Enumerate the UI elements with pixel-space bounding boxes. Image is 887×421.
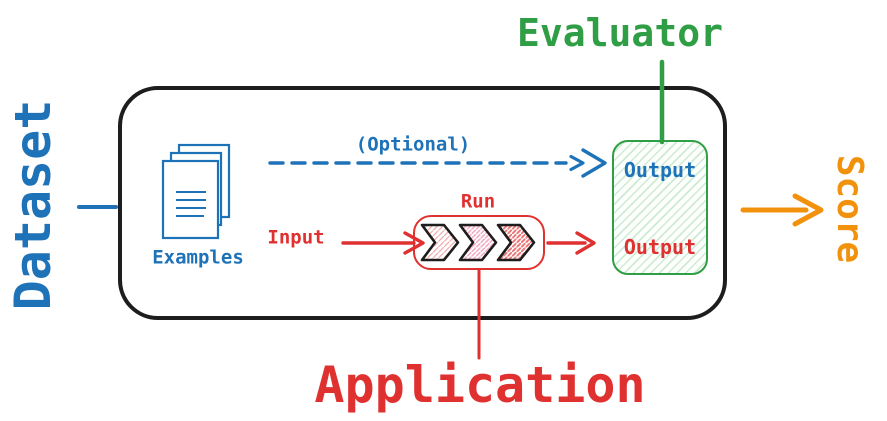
run-label: Run	[460, 190, 496, 213]
optional-label: (Optional)	[355, 133, 471, 156]
score-label: Score	[829, 154, 870, 264]
dataset-label: Dataset	[4, 99, 62, 311]
reference-output-label: Output	[623, 158, 697, 182]
application-label: Application	[314, 356, 646, 414]
score-arrow	[740, 193, 824, 227]
run-pipeline-box	[413, 215, 545, 270]
evaluator-label: Evaluator	[517, 11, 723, 55]
evaluator-outputs-box	[612, 140, 708, 275]
input-label: Input	[267, 226, 325, 249]
app-output-label: Output	[623, 235, 697, 259]
examples-label: Examples	[152, 246, 244, 269]
experiment-container-box	[118, 86, 727, 320]
